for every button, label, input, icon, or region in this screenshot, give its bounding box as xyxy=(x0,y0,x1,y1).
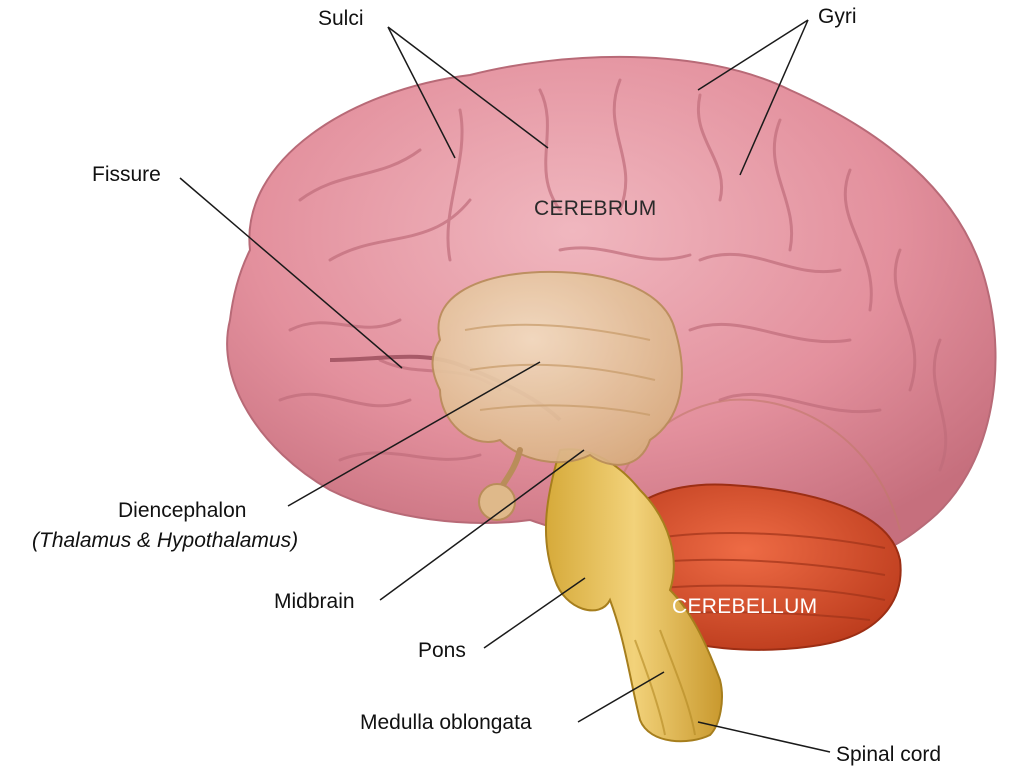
gyri-label: Gyri xyxy=(818,5,857,28)
sulci-label: Sulci xyxy=(318,7,364,30)
diencephalon-label: Diencephalon xyxy=(118,499,247,522)
cerebellum-label: CEREBELLUM xyxy=(672,595,818,618)
midbrain-label: Midbrain xyxy=(274,590,355,613)
pituitary-shape xyxy=(478,483,516,521)
pons-label: Pons xyxy=(418,639,466,662)
diencephalon-shape xyxy=(431,270,683,466)
medulla-label: Medulla oblongata xyxy=(360,711,532,734)
spinal-cord-label: Spinal cord xyxy=(836,743,942,766)
diencephalon-sublabel: (Thalamus & Hypothalamus) xyxy=(32,529,299,552)
leader-lines xyxy=(179,19,831,753)
cerebrum-label: CEREBRUM xyxy=(534,197,657,220)
fissure-label: Fissure xyxy=(92,163,161,186)
